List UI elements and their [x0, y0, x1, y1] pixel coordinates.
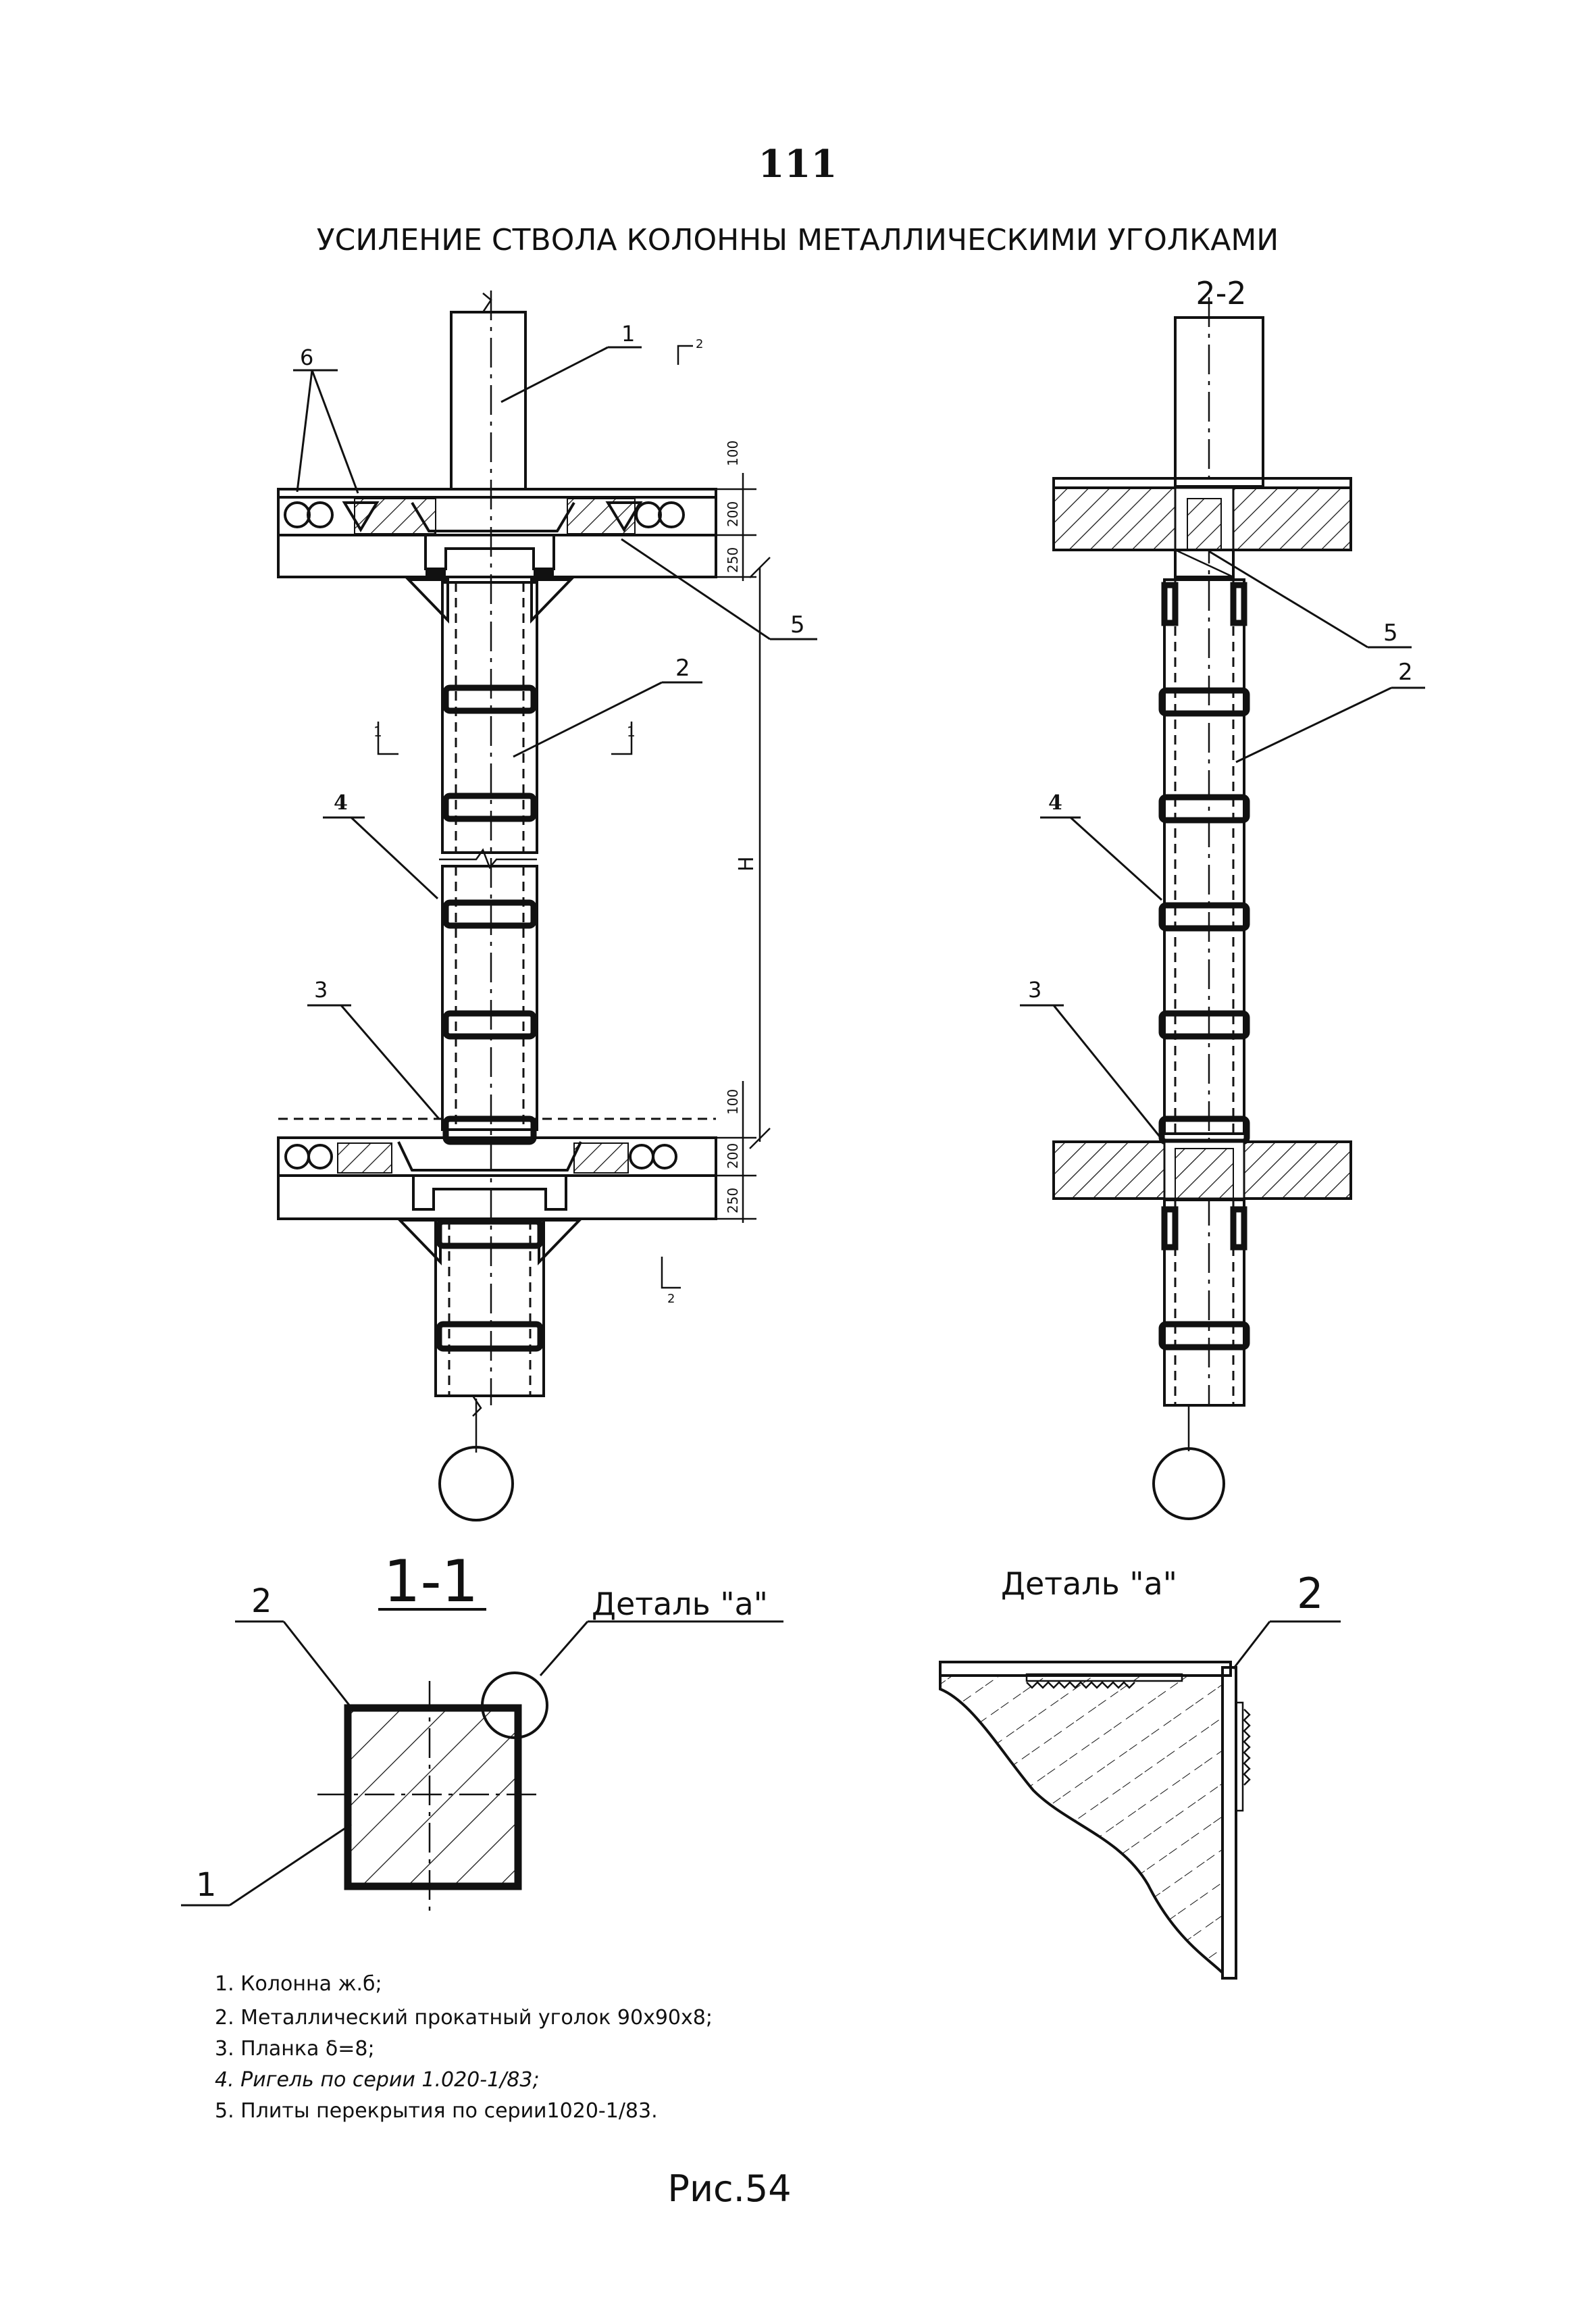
- detail-a: Деталь "а" 2: [939, 1565, 1341, 1980]
- reinforced-column-upper: [441, 581, 538, 854]
- callout-6: 6: [300, 345, 313, 370]
- legend-item-3: 3. Планка δ=8;: [215, 2037, 375, 2061]
- dim-250-upper: 250: [725, 547, 741, 573]
- section-2-2: 2-2 5 2 4: [1020, 275, 1425, 1520]
- batten-plate: [436, 1218, 544, 1249]
- cut-mark-2-bottom: 2: [667, 1292, 675, 1306]
- page-number: 111: [758, 142, 838, 186]
- section-batten: [1158, 902, 1250, 932]
- lower-beam: [277, 1174, 717, 1220]
- detail-concrete-body: [939, 1674, 1224, 1976]
- figure-caption: Рис.54: [667, 2167, 791, 2210]
- detail-label-left: Деталь "а": [592, 1586, 768, 1622]
- upper-column: [450, 311, 527, 491]
- column-cross-section: [344, 1704, 522, 1890]
- legend-item-5: 5. Плиты перекрытия по серии1020-1/83.: [215, 2099, 658, 2123]
- dim-100-lower: 100: [725, 1089, 741, 1115]
- section-batten: [1158, 1010, 1250, 1040]
- section-callout-5: 5: [1383, 620, 1398, 647]
- detail-a-circle: [481, 1671, 548, 1739]
- callout-1: 1: [621, 321, 635, 347]
- callout-5: 5: [790, 611, 805, 638]
- callout-2: 2: [675, 655, 690, 682]
- callout-3: 3: [314, 977, 328, 1003]
- dim-200-lower: 200: [725, 1143, 741, 1169]
- section-2-2-label: 2-2: [1195, 275, 1246, 311]
- section-column-reinforced: [1163, 578, 1245, 1135]
- upper-beam: [277, 534, 717, 578]
- batten-plate: [442, 684, 537, 714]
- section-marker-circle: [1152, 1447, 1225, 1520]
- section-beam-stub: [1174, 549, 1235, 578]
- detail-angle-vertical: [1221, 1666, 1237, 1980]
- detail-batten-strip-v: [1235, 1701, 1244, 1812]
- dim-H: H: [735, 856, 758, 872]
- section-callout-4: 4: [1048, 791, 1062, 815]
- detail-label-right: Деталь "а": [1001, 1565, 1177, 1602]
- section-1-1: 1-1 Деталь "а" 2 1: [181, 1548, 783, 1916]
- detail-callout-2: 2: [1297, 1569, 1323, 1618]
- legend: 1. Колонна ж.б; 2. Металлический прокатн…: [215, 1972, 713, 2123]
- batten-plate: [442, 1010, 537, 1040]
- legend-item-4: 4. Ригель по серии 1.020-1/83;: [215, 2068, 540, 2092]
- left-elevation: 100 200 250 100 200 250 H 1 2 6 5 2 4: [277, 291, 817, 1521]
- legend-item-2: 2. Металлический прокатный уголок 90х90х…: [215, 2006, 713, 2030]
- right-bracket-upper: [530, 578, 574, 624]
- section-1-1-callout-2: 2: [251, 1582, 272, 1620]
- column-marker-circle: [438, 1446, 514, 1521]
- legend-item-1: 1. Колонна ж.б;: [215, 1972, 382, 1996]
- cut-mark-2-top: 2: [696, 337, 703, 351]
- dim-100-upper: 100: [725, 441, 741, 466]
- section-batten: [1158, 1321, 1250, 1351]
- section-batten: [1158, 794, 1250, 824]
- section-callout-3: 3: [1028, 977, 1041, 1003]
- drawing-title: УСИЛЕНИЕ СТВОЛА КОЛОННЫ МЕТАЛЛИЧЕСКИМИ У…: [317, 223, 1279, 257]
- dim-200-upper: 200: [725, 501, 741, 527]
- section-1-1-callout-1: 1: [196, 1866, 217, 1904]
- batten-plate: [442, 793, 537, 822]
- left-bracket-upper: [405, 578, 449, 624]
- section-batten: [1158, 687, 1250, 717]
- batten-plate: [436, 1321, 544, 1352]
- section-1-1-label: 1-1: [384, 1548, 478, 1615]
- batten-plate: [442, 899, 537, 929]
- dim-250-lower: 250: [725, 1188, 741, 1213]
- cut-mark-1-left: 1: [374, 724, 382, 740]
- section-callout-2: 2: [1398, 659, 1413, 686]
- section-column-below: [1163, 1199, 1245, 1407]
- cut-mark-1-right: 1: [627, 724, 636, 740]
- reinforced-column-lower: [441, 865, 538, 1131]
- detail-batten-strip: [1025, 1673, 1183, 1682]
- callout-4: 4: [334, 791, 348, 815]
- section-column-upper: [1174, 316, 1264, 488]
